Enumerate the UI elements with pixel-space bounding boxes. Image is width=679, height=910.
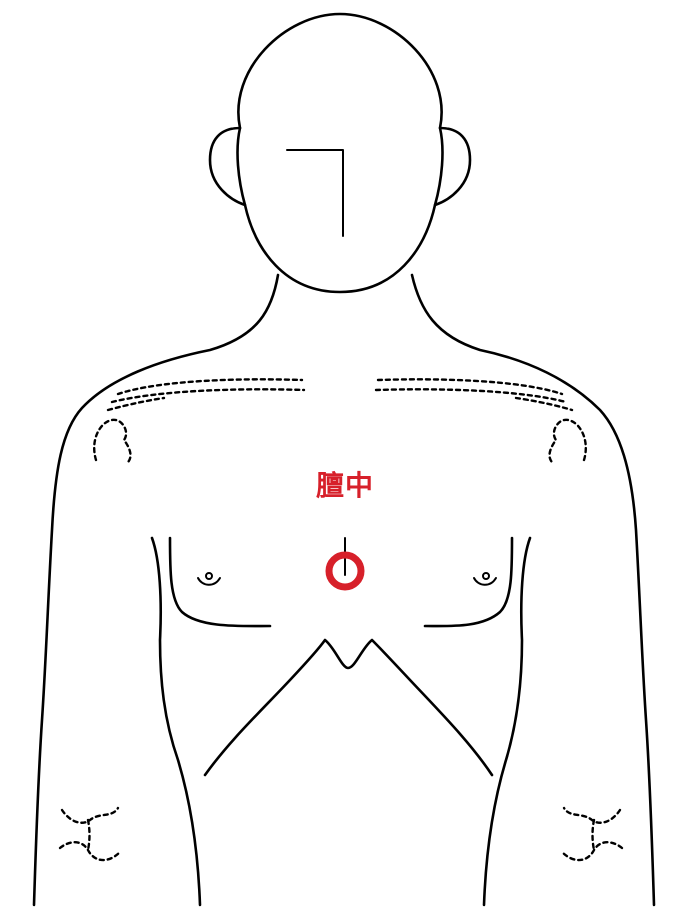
rib-cage-line [205, 640, 492, 775]
shoulder-dotted-joints [94, 420, 586, 464]
head-outline [210, 14, 470, 292]
left-nipple-dot [206, 573, 212, 579]
left-chest-curve [170, 538, 270, 626]
right-ear [435, 128, 442, 205]
acupoint-label: 膻中 [300, 466, 390, 506]
right-inner-arm [484, 538, 530, 905]
left-ear [238, 128, 245, 205]
left-torso-outline [34, 275, 278, 905]
clavicle-dotted-lines [108, 379, 572, 410]
right-torso-outline [412, 275, 654, 905]
right-nipple-dot [483, 573, 489, 579]
elbow-dotted-joints [60, 808, 622, 860]
right-chest-curve [425, 538, 512, 626]
nose-mark [287, 150, 343, 236]
left-inner-arm [152, 538, 200, 905]
